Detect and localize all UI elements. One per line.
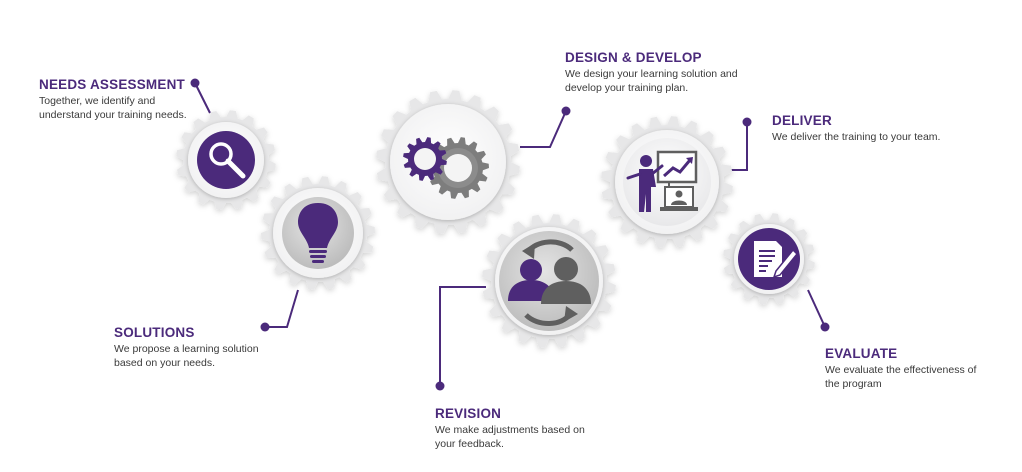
connector-revision (439, 286, 486, 386)
stage-description: We make adjustments based on your feedba… (435, 424, 585, 450)
stage-title: NEEDS ASSESSMENT (39, 77, 185, 92)
dot-solutions (260, 322, 270, 332)
connector-design (520, 110, 567, 148)
stage-description: We propose a learning solution based on … (114, 343, 259, 369)
stage-solutions: SOLUTIONS We propose a learning solution… (114, 325, 289, 370)
magnifier-icon (197, 131, 255, 189)
people-cycle-icon (499, 231, 599, 331)
lightbulb-icon (282, 197, 354, 269)
presenter-icon (626, 150, 698, 212)
stage-title: EVALUATE (825, 346, 898, 361)
stage-title: DESIGN & DEVELOP (565, 50, 702, 65)
gears-layer (176, 90, 815, 348)
dot-evaluate (820, 322, 830, 332)
small-purple-gear-hole (414, 148, 436, 170)
stage-description: We evaluate the effectiveness of the pro… (825, 364, 977, 390)
dot-revision (435, 381, 445, 391)
stage-needs-assessment: NEEDS ASSESSMENT Together, we identify a… (39, 77, 189, 122)
stage-deliver: DELIVER We deliver the training to your … (772, 113, 972, 144)
stage-design-develop: DESIGN & DEVELOP We design your learning… (565, 50, 750, 95)
connector-lines (194, 82, 826, 386)
dot-deliver (742, 117, 752, 127)
dot-design (561, 106, 571, 116)
stage-title: REVISION (435, 406, 502, 421)
gears-icon (403, 137, 489, 199)
stage-evaluate: EVALUATE We evaluate the effectiveness o… (825, 346, 990, 391)
document-pen-icon (738, 228, 800, 290)
connector-solutions (265, 289, 299, 328)
dot-needs (190, 78, 200, 88)
connector-needs (194, 82, 211, 114)
stage-description: We deliver the training to your team. (772, 131, 941, 143)
stage-description: We design your learning solution and dev… (565, 68, 738, 94)
stage-title: DELIVER (772, 113, 832, 128)
stage-revision: REVISION We make adjustments based on yo… (435, 406, 585, 451)
stage-title: SOLUTIONS (114, 325, 195, 340)
large-gray-gear-hole (444, 154, 472, 182)
connector-evaluate (807, 289, 826, 328)
stage-description: Together, we identify and understand you… (39, 95, 187, 121)
connector-dots (190, 78, 830, 391)
